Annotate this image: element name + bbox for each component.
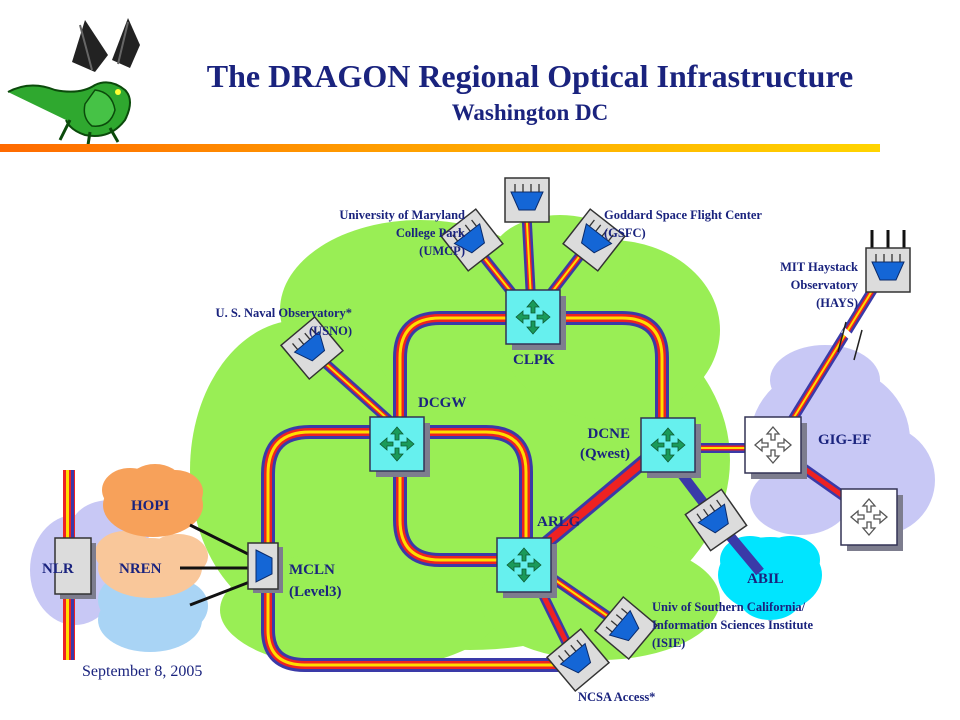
site-top-mux[interactable] <box>504 177 550 223</box>
label-abil: ABIL <box>747 571 784 587</box>
hopi-cloud <box>102 464 203 537</box>
site-hays-mux[interactable] <box>865 247 911 293</box>
label-mcln: MCLN (Level3) <box>289 562 342 600</box>
dragon-logo-icon <box>7 18 140 146</box>
page-subtitle: Washington DC <box>451 100 609 125</box>
label-nren: NREN <box>119 561 162 577</box>
label-gigef: GIG-EF <box>818 432 872 448</box>
label-nlr: NLR <box>42 561 74 577</box>
label-hopi: HOPI <box>131 498 170 514</box>
node-gigef-switch-top[interactable] <box>744 416 808 480</box>
page-title: The DRAGON Regional Optical Infrastructu… <box>206 58 854 94</box>
node-mcln-device[interactable] <box>247 542 283 593</box>
label-hays: MIT Haystack Observatory (HAYS) <box>780 260 858 310</box>
abil-cloud <box>718 536 822 620</box>
label-clpk: CLPK <box>513 352 555 368</box>
label-arlg: ARLG <box>537 514 581 530</box>
node-gigef-switch-bottom[interactable] <box>840 488 904 552</box>
footer-date: September 8, 2005 <box>82 663 203 680</box>
label-isie: Univ of Southern California/ Information… <box>652 600 814 650</box>
label-umcp: University of Maryland College Park (UMC… <box>339 208 465 258</box>
label-usno: U. S. Naval Observatory* (USNO) <box>215 306 352 338</box>
node-dcgw-switch[interactable] <box>369 416 431 478</box>
node-nlr-device[interactable] <box>54 537 96 599</box>
label-gsfc: Goddard Space Flight Center (GSFC) <box>604 208 762 240</box>
lower-cloud <box>98 574 208 652</box>
title-rule <box>0 144 880 152</box>
node-arlg-switch[interactable] <box>496 537 558 599</box>
label-dcne: DCNE (Qwest) <box>580 426 630 462</box>
node-clpk-switch[interactable] <box>505 289 567 351</box>
label-ncsa: NCSA Access* <box>578 690 656 704</box>
node-dcne-switch[interactable] <box>640 417 702 479</box>
label-dcgw: DCGW <box>418 395 467 411</box>
